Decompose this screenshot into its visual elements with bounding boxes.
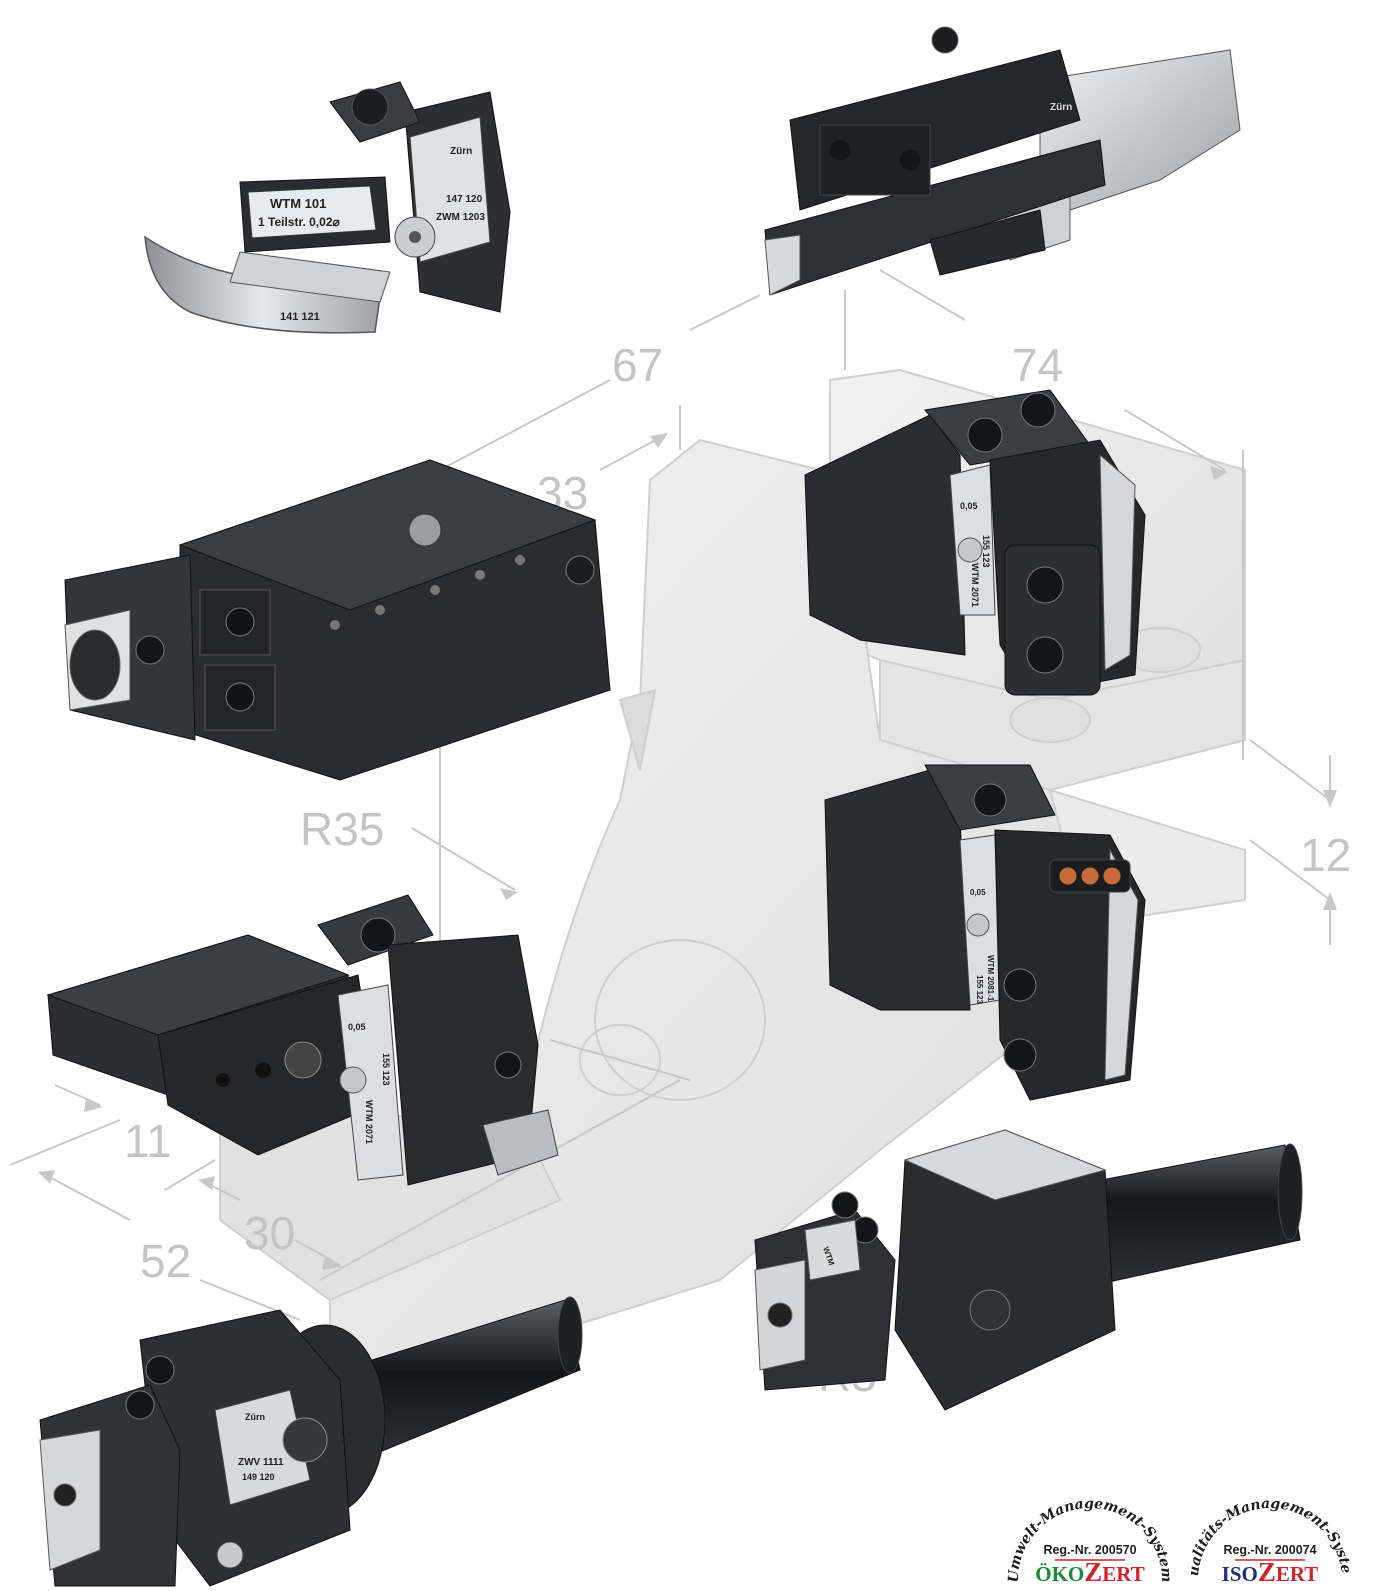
wtm2081-code1: WTM 2081-1 [986, 955, 995, 1002]
wtm2081-holder: 0,05 WTM 2081-1 155 123 [820, 760, 1146, 1105]
dimension-67: 67 [612, 339, 664, 391]
dimension-30: 30 [244, 1207, 296, 1259]
wtm2081-scale: 0,05 [970, 888, 986, 897]
shank-turret-holder-icon: Zürn ZWV 1111 149 120 [39, 1296, 583, 1587]
isozert-wordmark: ISOZERT [1222, 1557, 1319, 1587]
wtm2071-upper-code1: 155 123 [981, 535, 991, 568]
shank-holder-right: WTM [745, 1129, 1303, 1440]
wtm101-brand: Zürn [450, 146, 472, 157]
isozert-reg-number: Reg.-Nr. 200074 [1223, 1543, 1316, 1557]
oekozert-seal: Umwelt-Management-System Reg.-Nr. 200570… [1000, 1468, 1180, 1587]
wtm2071-main-code2: WTM 2071 [364, 1100, 374, 1144]
dimension-74: 74 [1012, 339, 1064, 391]
adjustable-holder-icon: 0,05 155 123 WTM 2071 [804, 389, 1146, 696]
zwv1111-code2: 149 120 [242, 1472, 275, 1482]
wtm101-holder: WTM 101 1 Teilstr. 0,02⌀ Zürn 147 120 ZW… [130, 62, 530, 352]
cutoff-brand: Zürn [1050, 102, 1072, 113]
dimension-r35: R35 [300, 803, 385, 855]
wtm101-label-line2: 1 Teilstr. 0,02⌀ [258, 215, 340, 229]
multi-block-toolholder-icon [64, 459, 611, 781]
zwv1111-holder: Zürn ZWV 1111 149 120 [39, 1290, 590, 1587]
wtm2081-code2: 155 123 [975, 975, 984, 1004]
wtm2071-main-holder: 0,05 155 123 WTM 2071 [46, 894, 560, 1195]
adjustable-holder-screws-icon: 0,05 WTM 2081-1 155 123 [824, 764, 1146, 1101]
wtm2071-upper-holder: 0,05 155 123 WTM 2071 [800, 385, 1146, 705]
oekozert-reg-number: Reg.-Nr. 200570 [1043, 1543, 1136, 1557]
zwv1111-brand: Zürn [245, 1412, 265, 1422]
scale-setting-unit-icon: WTM 101 1 Teilstr. 0,02⌀ Zürn 147 120 ZW… [144, 81, 511, 334]
oekozert-wordmark: ÖKOZERT [1035, 1557, 1144, 1587]
wtm101-code2: ZWM 1203 [436, 212, 485, 223]
cutoff-holder: Zürn [740, 10, 1245, 300]
dimension-52: 52 [140, 1235, 192, 1287]
dimension-lines [9, 269, 1331, 1321]
wtm2071-main-scale: 0,05 [348, 1022, 366, 1032]
isozert-seal: Qualitäts-Management-System Reg.-Nr. 200… [1173, 1456, 1360, 1587]
oekozert-seal-icon: Umwelt-Management-System Reg.-Nr. 200570… [1006, 1496, 1175, 1587]
zwv1111-code1: ZWV 1111 [238, 1457, 284, 1468]
dimension-12: 12 [1300, 829, 1352, 881]
adjustable-holder-knurled-icon: 0,05 155 123 WTM 2071 [46, 894, 559, 1186]
wtm2071-upper-scale: 0,05 [960, 501, 978, 511]
wtm2071-main-code1: 155 123 [381, 1053, 391, 1086]
shank-boring-holder-icon: WTM [754, 1129, 1303, 1411]
wtm101-base-code: 141 121 [280, 311, 320, 323]
isozert-seal-icon: Qualitäts-Management-System Reg.-Nr. 200… [1173, 1456, 1354, 1587]
long-toolholder [50, 450, 620, 795]
wtm101-label-line1: WTM 101 [270, 196, 326, 211]
wtm101-code1: 147 120 [446, 194, 483, 205]
parting-blade-holder-icon: Zürn [764, 26, 1241, 296]
wtm2071-upper-code2: WTM 2071 [970, 563, 980, 607]
dimension-11: 11 [124, 1115, 172, 1167]
